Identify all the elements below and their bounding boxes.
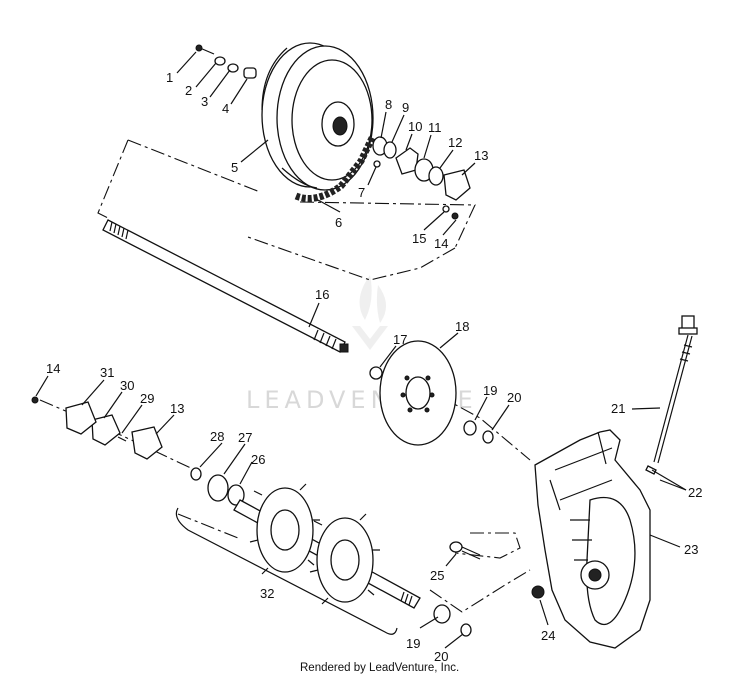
flange-31 (65, 401, 97, 435)
washer-15 (442, 205, 450, 213)
leader-lines (35, 51, 687, 649)
callout-6: 6 (335, 215, 342, 230)
callout-26: 26 (251, 452, 265, 467)
callout-12: 12 (448, 135, 462, 150)
callout-8: 8 (385, 97, 392, 112)
bolt-1 (195, 44, 215, 55)
callout-4: 4 (222, 101, 229, 116)
washer-2 (214, 56, 226, 66)
drive-shaft (102, 219, 349, 353)
nut-24 (531, 585, 545, 599)
callout-5: 5 (231, 160, 238, 175)
seal-28 (190, 467, 202, 481)
callout-19b: 19 (406, 636, 420, 651)
chaincase (534, 429, 651, 649)
callout-14b: 14 (46, 361, 60, 376)
callout-13b: 13 (170, 401, 184, 416)
bearing-27 (207, 474, 229, 502)
flange-plate-13 (443, 169, 471, 201)
watermark-logo (352, 275, 388, 350)
seal-9 (383, 141, 397, 159)
callout-21: 21 (611, 401, 625, 416)
drive-chain (294, 134, 377, 202)
track-driveshaft (233, 483, 421, 609)
callout-32: 32 (260, 586, 274, 601)
callout-20: 20 (507, 390, 521, 405)
callout-27: 27 (238, 430, 252, 445)
callout-9: 9 (402, 100, 409, 115)
callout-23: 23 (684, 542, 698, 557)
callout-2: 2 (185, 83, 192, 98)
collar-12 (428, 166, 444, 186)
callout-1: 1 (166, 70, 173, 85)
sprocket-right (309, 513, 380, 605)
o-ring-17 (369, 366, 383, 380)
o-ring-20-lower (460, 623, 472, 637)
pin-29 (117, 436, 127, 442)
nut-14b (31, 396, 39, 404)
callout-17: 17 (393, 332, 407, 347)
sprocket-left (249, 483, 320, 575)
seal-22 (645, 465, 657, 475)
callout-14: 14 (434, 236, 448, 251)
bearing-19-lower (433, 604, 451, 624)
callout-18: 18 (455, 319, 469, 334)
credit-line: Rendered by LeadVenture, Inc. (300, 662, 459, 674)
spacer-4 (243, 67, 257, 79)
flange-plate-13b (131, 426, 163, 460)
bracket-32 (175, 507, 398, 635)
callout-labels: 1 2 3 4 5 6 7 8 9 10 11 12 13 15 14 16 1… (46, 70, 702, 664)
callout-22: 22 (688, 485, 702, 500)
gasket-30 (91, 414, 121, 446)
callout-10: 10 (408, 119, 422, 134)
callout-28: 28 (210, 429, 224, 444)
callout-11: 11 (428, 120, 442, 135)
callout-7: 7 (358, 185, 365, 200)
callout-16: 16 (315, 287, 329, 302)
bolt-25 (449, 541, 481, 560)
o-ring-20-upper (482, 430, 494, 444)
washer-3 (227, 63, 239, 73)
callout-13: 13 (474, 148, 488, 163)
callout-19: 19 (483, 383, 497, 398)
bearing-19-upper (463, 420, 477, 436)
callout-31: 31 (100, 365, 114, 380)
nut-14 (451, 212, 459, 220)
dipstick (653, 315, 698, 464)
callout-24: 24 (541, 628, 555, 643)
callout-29: 29 (140, 391, 154, 406)
brake-disc (379, 340, 457, 446)
callout-15: 15 (412, 231, 426, 246)
drive-pulley (261, 42, 374, 191)
callout-25: 25 (430, 568, 444, 583)
callout-30: 30 (120, 378, 134, 393)
callout-3: 3 (201, 94, 208, 109)
callout-20b: 20 (434, 649, 448, 664)
washer-7 (373, 160, 381, 168)
